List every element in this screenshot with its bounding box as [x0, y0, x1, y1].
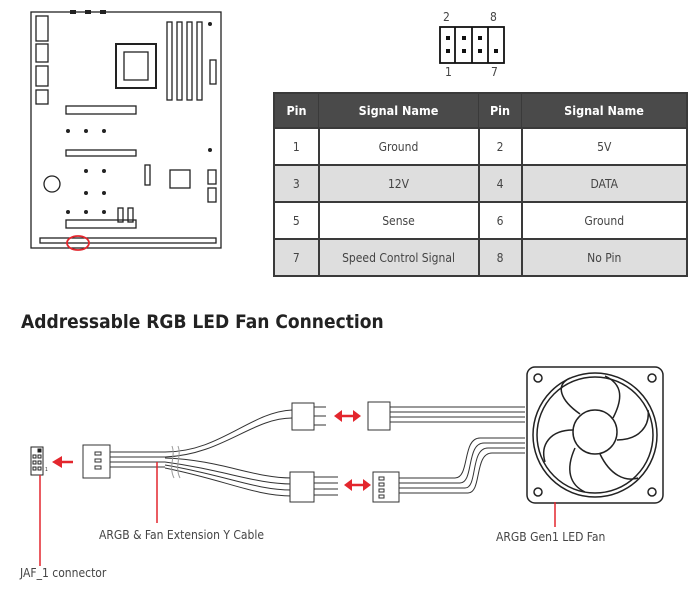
fan-icon [526, 366, 664, 504]
arrow-icons [52, 410, 371, 491]
table-cell: DATA [520, 164, 688, 203]
y-cable [82, 401, 525, 503]
table-cell: 6 [477, 201, 523, 240]
table-cell: No Pin [520, 238, 688, 277]
connector-pin-mark: 1 [45, 467, 48, 473]
pin-label-2: 2 [443, 10, 450, 24]
jaf-location-highlight [66, 235, 90, 251]
col-header: Signal Name [318, 92, 479, 129]
table-cell: 5V [520, 127, 688, 166]
motherboard-illustration [30, 10, 222, 249]
table-cell: Ground [520, 201, 688, 240]
table-cell: 8 [477, 238, 523, 277]
table-cell: 5 [273, 201, 320, 240]
col-header: Pin [273, 92, 319, 129]
jaf-connector-icon [30, 446, 44, 476]
table-cell: 12V [317, 164, 480, 203]
table-cell: Sense [317, 201, 480, 240]
table-cell: Ground [317, 127, 480, 166]
table-header-row: Pin Signal Name Pin Signal Name [273, 92, 688, 129]
section-title: Addressable RGB LED Fan Connection [21, 311, 384, 333]
col-header: Pin [478, 92, 522, 129]
table-cell: 7 [273, 238, 320, 277]
table-cell: 1 [273, 127, 320, 166]
table-cell: 4 [477, 164, 523, 203]
col-header: Signal Name [521, 92, 688, 129]
connector-label: JAF_1 connector [20, 566, 107, 580]
table-cell: 3 [273, 164, 320, 203]
pin-label-7: 7 [491, 65, 498, 79]
cable-label: ARGB & Fan Extension Y Cable [99, 528, 265, 542]
table-cell: Speed Control Signal [317, 238, 480, 277]
table-cell: 2 [477, 127, 523, 166]
callout-lines [39, 462, 556, 566]
pin-label-8: 8 [490, 10, 497, 24]
fan-label: ARGB Gen1 LED Fan [496, 530, 606, 544]
pin-header-icon [439, 26, 505, 64]
pin-label-1: 1 [445, 65, 452, 79]
